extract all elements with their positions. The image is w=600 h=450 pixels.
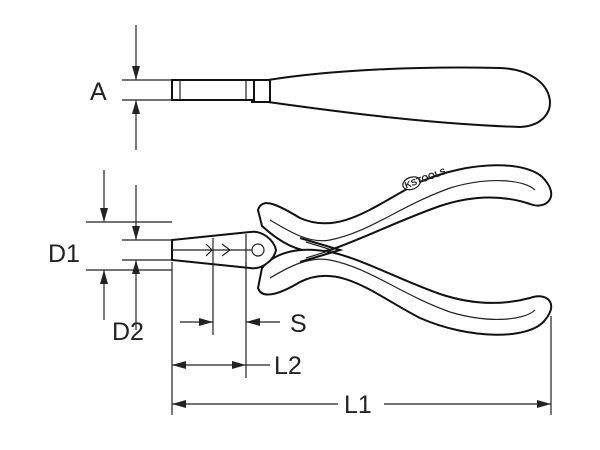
pliers-front-view [171,164,553,336]
side-view-handle [267,66,551,129]
dimension-d2: D2 [86,170,172,346]
label-a: A [90,78,107,106]
label-d1: D1 [48,240,80,268]
label-s: S [290,310,307,338]
dimension-l1: L1 [172,391,551,419]
label-l1: L1 [344,391,372,419]
ks-tools-logo-icon [402,176,421,191]
label-d2: D2 [112,318,144,346]
dimension-l2: L2 [172,352,302,380]
dimension-a: A [90,25,172,150]
label-l2: L2 [274,352,302,380]
side-view-jaw [171,79,255,101]
dimension-s: S [180,310,307,338]
pliers-side-view [171,66,551,129]
dimension-d1: D1 [48,185,172,330]
